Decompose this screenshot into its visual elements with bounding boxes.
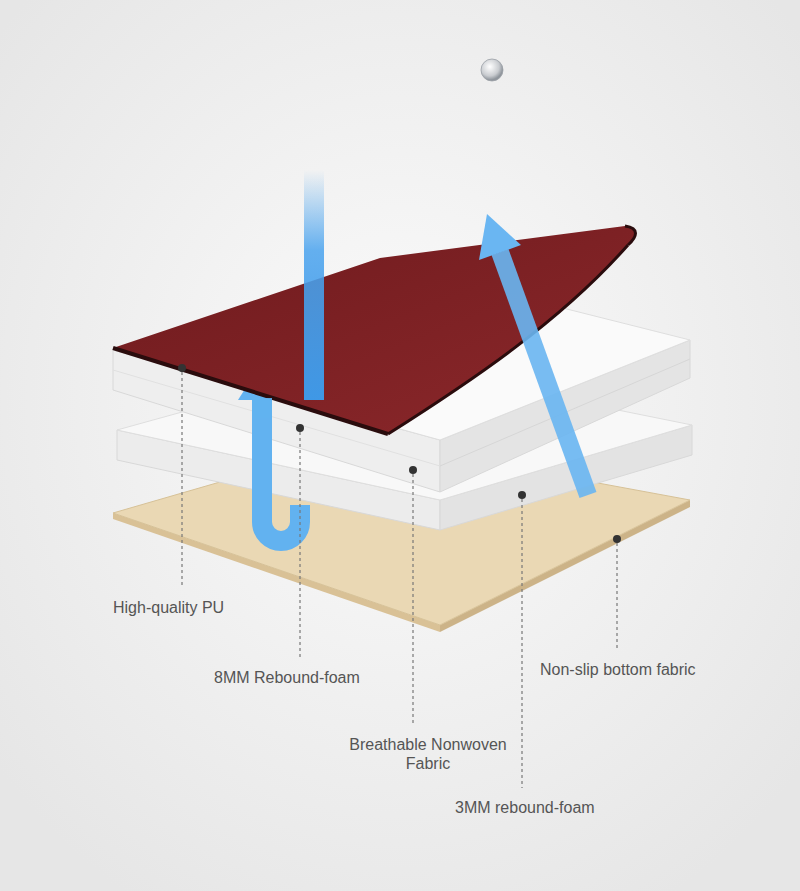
leader-line	[616, 543, 617, 650]
airflow-arrow	[500, 252, 588, 495]
pu-edge	[625, 226, 636, 245]
leader-line	[181, 372, 182, 588]
callout-label: High-quality PU	[113, 598, 224, 617]
callout-label: 3MM rebound-foam	[455, 798, 595, 817]
pu-edge	[113, 348, 388, 434]
leader-dot	[409, 466, 417, 474]
leader-dot	[178, 364, 186, 372]
leader-line	[299, 432, 300, 658]
arrow-head	[479, 214, 521, 260]
airflow-arrow	[262, 398, 300, 541]
leader-dot	[613, 535, 621, 543]
leader-line	[521, 499, 522, 788]
leader-dot	[518, 491, 526, 499]
leader-dot	[296, 424, 304, 432]
callout-label: 8MM Rebound-foam	[214, 668, 360, 687]
callout-label: Breathable Nonwoven Fabric	[343, 735, 513, 773]
airflow-arrow	[304, 170, 324, 400]
leader-line	[412, 474, 413, 725]
callout-label: Non-slip bottom fabric	[540, 660, 696, 679]
water-drop	[481, 59, 503, 81]
airflow-arrow	[252, 398, 272, 418]
